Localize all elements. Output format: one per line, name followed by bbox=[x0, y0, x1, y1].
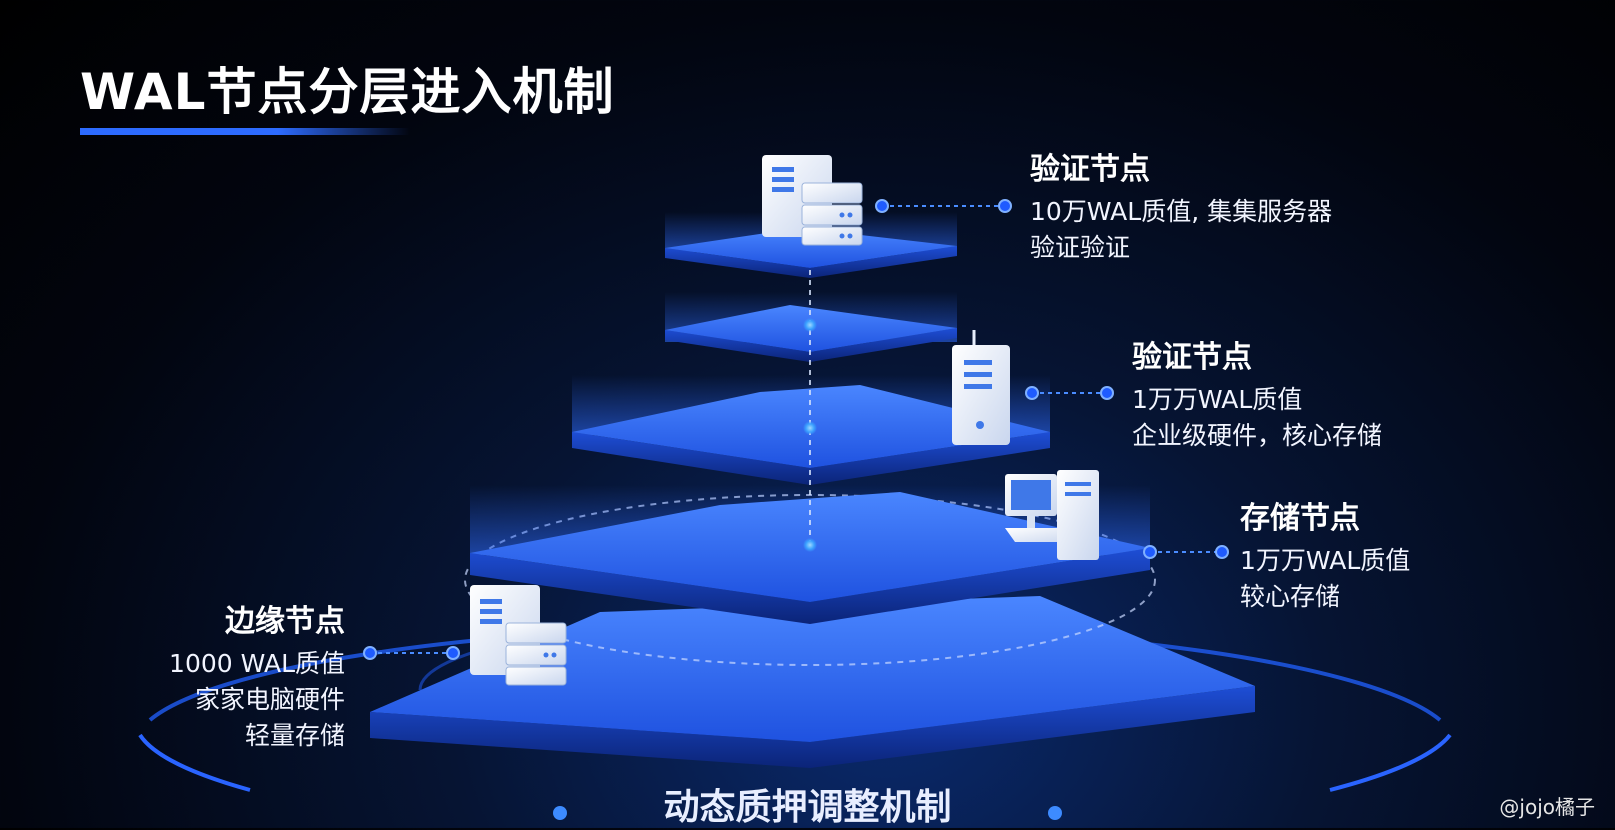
ring-node-dot bbox=[1048, 806, 1062, 820]
label-heading: 验证节点 bbox=[1030, 152, 1150, 187]
layer-platform-edge bbox=[370, 596, 1255, 768]
label-line: 企业级硬件，核心存储 bbox=[1132, 420, 1383, 450]
server-tower-icon bbox=[952, 330, 1010, 445]
label-line: 家家电脑硬件 bbox=[194, 684, 345, 714]
label-heading: 边缘节点 bbox=[225, 604, 345, 639]
desktop-pc-icon bbox=[1005, 470, 1099, 560]
label-line: 1000 WAL质值 bbox=[169, 648, 345, 678]
label-line: 1万万WAL质值 bbox=[1240, 545, 1411, 575]
label-heading: 验证节点 bbox=[1132, 340, 1252, 375]
label-line: 10万WAL质值, 集集服务器 bbox=[1030, 196, 1333, 226]
title-underline bbox=[80, 128, 410, 135]
label-validator-core: 验证节点 1万万WAL质值 企业级硬件，核心存储 bbox=[1132, 336, 1382, 454]
server-rack-icon bbox=[762, 155, 863, 246]
label-line: 1万万WAL质值 bbox=[1132, 384, 1303, 414]
label-heading: 存储节点 bbox=[1240, 501, 1360, 536]
page-title: WAL节点分层进入机制 bbox=[80, 63, 615, 121]
connector-dots bbox=[363, 199, 1229, 660]
spine-dot bbox=[803, 421, 817, 435]
label-validator-top: 验证节点 10万WAL质值, 集集服务器 验证验证 bbox=[1030, 148, 1332, 266]
label-line: 轻量存储 bbox=[244, 721, 345, 750]
layer-platform-storage bbox=[470, 485, 1150, 624]
watermark: @jojo橘子 bbox=[1499, 795, 1595, 819]
label-line: 验证验证 bbox=[1030, 232, 1131, 262]
label-edge: 边缘节点 1000 WAL质值 家家电脑硬件 轻量存储 bbox=[140, 600, 345, 754]
label-connectors bbox=[370, 205, 1222, 654]
server-rack-icon bbox=[470, 585, 567, 686]
label-line: 较心存储 bbox=[1240, 581, 1341, 611]
spine-dot bbox=[803, 538, 817, 552]
footer-caption: 动态质押调整机制 bbox=[663, 787, 952, 828]
spine-dot bbox=[803, 318, 817, 332]
label-storage: 存储节点 1万万WAL质值 较心存储 bbox=[1240, 497, 1410, 615]
ring-node-dot bbox=[553, 806, 567, 820]
